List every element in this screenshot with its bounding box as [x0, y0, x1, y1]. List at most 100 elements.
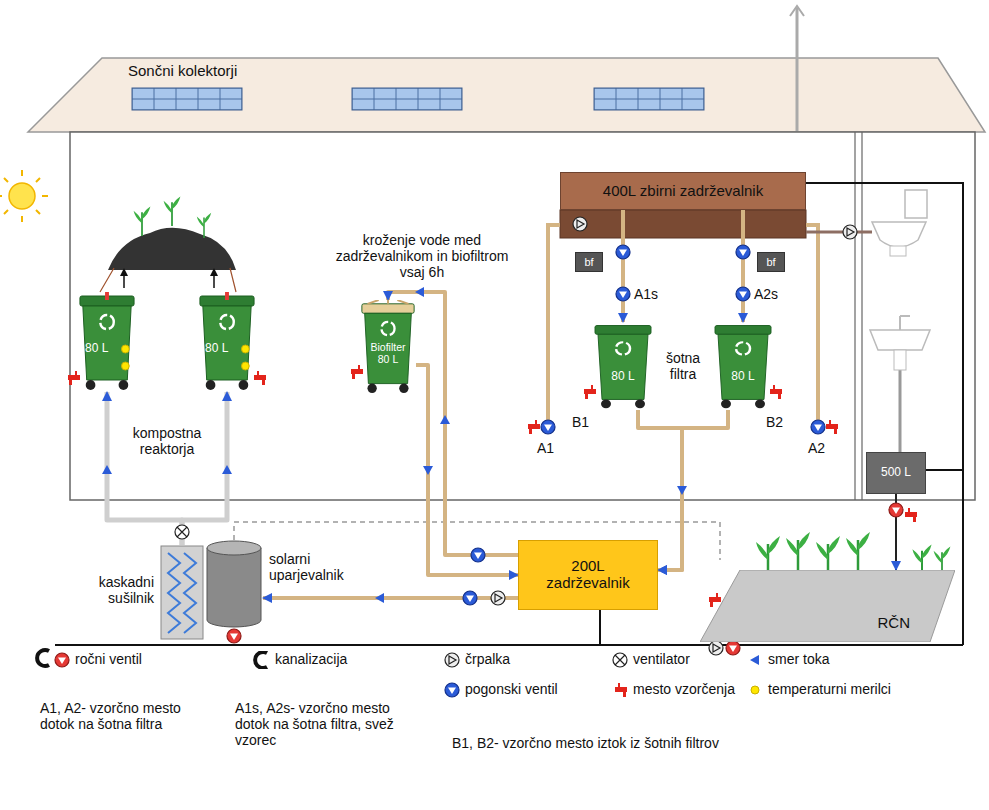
text-group: 200L zadrževalnik — [536, 558, 640, 592]
legend-text: kanalizacija — [275, 652, 347, 668]
compost-reactor-shape — [122, 345, 130, 353]
peat-filter-shape — [715, 326, 771, 335]
house-walls — [861, 132, 862, 500]
flow-arrow — [375, 593, 384, 603]
peat-filter-shape — [713, 322, 773, 410]
text-group: kaskadni sušilnik — [74, 575, 154, 606]
toilet — [905, 190, 927, 218]
sampling-tap — [254, 371, 266, 385]
roof — [28, 58, 985, 132]
manual-valve — [726, 641, 740, 655]
compost-pile — [120, 268, 218, 276]
manual-valve — [889, 503, 903, 517]
solar-evaporator-shape — [207, 541, 261, 555]
sample-point: B1 — [572, 414, 589, 430]
legend-item: črpalka — [443, 651, 510, 669]
legend-text: temperaturni merilci — [768, 682, 891, 698]
text-group: 80 L — [85, 342, 108, 355]
compost-reactor-shape — [206, 380, 216, 390]
legend-symbol — [55, 653, 69, 667]
part-label: šotna filtra — [654, 350, 712, 382]
pipe-connector — [182, 392, 227, 545]
sewer-outlet — [37, 650, 49, 666]
compost-pile — [100, 197, 236, 292]
sample-point: A1 — [537, 440, 554, 456]
sun — [9, 183, 35, 209]
node-text: 500 L — [881, 466, 911, 479]
peat-filter-shape — [635, 399, 645, 408]
roof — [594, 88, 704, 110]
compost-reactor: 80 L — [198, 292, 256, 392]
biofilter-bin: Biofilter80 L — [360, 300, 416, 395]
text-group: 80 L — [205, 342, 228, 355]
legend-item: pogonski ventil — [443, 681, 558, 699]
compost-reactor-shape — [239, 380, 249, 390]
sampling-tap — [826, 420, 838, 434]
pipe-connector — [107, 392, 182, 545]
legend-item: temperaturni merilci — [746, 681, 891, 699]
legend-symbol — [445, 683, 459, 697]
legend-symbol — [615, 683, 627, 697]
pipe-connector — [416, 365, 518, 575]
node-text: 80 L — [360, 354, 416, 366]
sink — [870, 316, 930, 370]
node-text: 80 L — [85, 342, 108, 355]
note-label: kroženje vode med zadrževalnikom in biof… — [333, 232, 511, 280]
sun — [0, 170, 48, 222]
legend-symbol — [751, 686, 759, 694]
legend-symbol — [253, 651, 271, 669]
part-label: kompostna reaktorja — [117, 425, 217, 457]
legend-symbol — [443, 651, 461, 669]
text-group: 400L zbirni zadrževalnik — [603, 183, 763, 200]
cascade-dryer: kaskadni sušilnik — [160, 545, 204, 640]
text-group: RČN — [878, 615, 911, 632]
drive-valve — [616, 245, 630, 259]
pipes — [899, 370, 902, 452]
text-group: Biofilter80 L — [360, 342, 416, 366]
compost-pile — [164, 197, 181, 226]
peat-filter: 80 L — [713, 322, 773, 410]
compost-reactor-shape — [119, 380, 129, 390]
sewer-outlet — [37, 650, 49, 666]
text-group: 80 L — [593, 370, 653, 383]
sampling-tap — [709, 593, 721, 607]
drive-valve — [541, 420, 555, 434]
sample-point: A1s — [634, 286, 658, 302]
sample-point: A2s — [754, 286, 778, 302]
compost-pile — [134, 207, 151, 236]
text-group: bf — [584, 256, 593, 268]
pipe-connector — [658, 410, 728, 570]
peat-filter-shape — [736, 342, 750, 354]
flow-arrow — [415, 287, 424, 297]
pump-symbol — [573, 217, 587, 231]
collection-tank: 400L zbirni zadrževalnik — [560, 172, 806, 210]
compost-pile — [197, 213, 211, 238]
node-text: bf — [584, 256, 593, 268]
flow-arrow — [423, 466, 433, 475]
legend-item: kanalizacija — [253, 651, 347, 669]
sink — [900, 316, 910, 330]
compost-pile — [124, 274, 214, 288]
compost-pile — [108, 228, 236, 270]
sampling-tap — [351, 365, 363, 379]
fan-symbol — [175, 525, 189, 539]
peat-filter-shape — [755, 399, 765, 408]
sampling-tap — [770, 385, 782, 399]
biofilter-bin-shape — [381, 322, 394, 335]
legend-text: ročni ventil — [75, 652, 142, 668]
pump-symbol — [491, 591, 505, 605]
node-text: kaskadni sušilnik — [74, 575, 154, 606]
compost-reactor-shape — [100, 315, 114, 329]
sink — [870, 330, 930, 350]
solar-evaporator: solarni uparjevalnik — [205, 540, 263, 628]
biofilter-bin-shape — [362, 304, 414, 314]
sample-point: A2 — [808, 440, 825, 456]
tank-bottom-band — [560, 210, 806, 238]
text-group: 80 L — [713, 370, 773, 383]
compost-reactor: 80 L — [78, 292, 136, 392]
peat-filter-shape — [593, 322, 653, 410]
legend-item: ventilator — [611, 651, 690, 669]
cascade-dryer-shape — [161, 546, 203, 639]
compost-pile — [100, 268, 236, 292]
legend-note: A1s, A2s- vzorčno mesto dotok na šotna f… — [235, 700, 420, 748]
